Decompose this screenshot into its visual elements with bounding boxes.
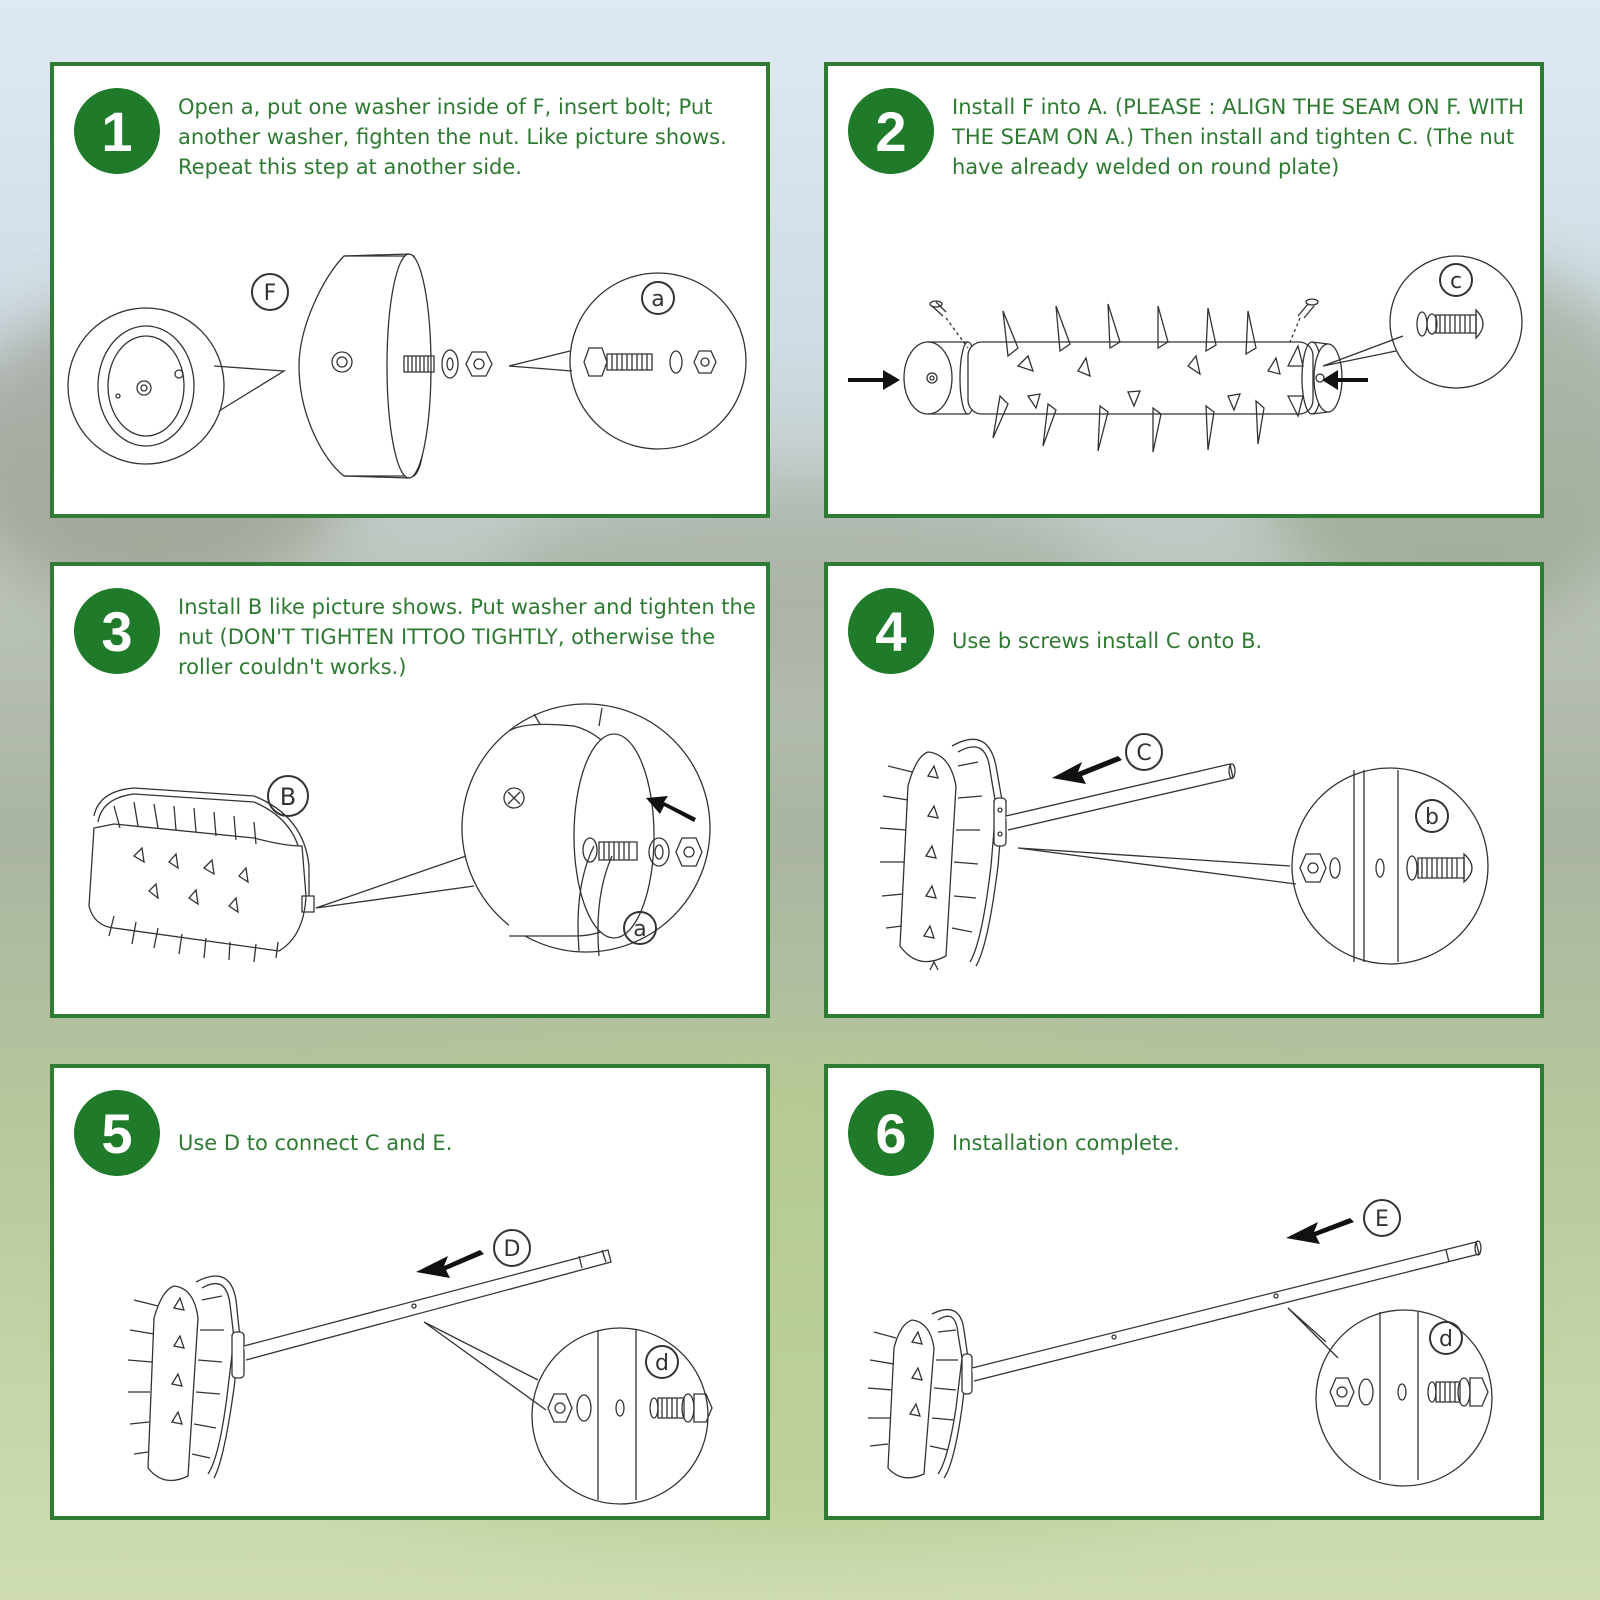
assembled-pole [972, 1241, 1481, 1381]
arrow-left-icon [1322, 370, 1368, 390]
roller-with-frame-B [89, 788, 314, 962]
step-instruction: Use D to connect C and E. [178, 1131, 453, 1155]
step-instruction: Use b screws install C onto B. [952, 629, 1263, 653]
step-5-illustration: D d [54, 1068, 766, 1516]
pole-C-and-D [244, 1250, 611, 1360]
bolt-d-callout [424, 1322, 712, 1504]
bolt-washer-nut [404, 350, 492, 378]
step-number-badge: 1 [74, 88, 160, 174]
step-2-panel: 2 Install F into A. (PLEASE : ALIGN THE … [824, 62, 1544, 518]
step-instruction: Install F into A. (PLEASE : ALIGN THE SE… [952, 95, 1524, 179]
part-label-d: d [655, 1351, 669, 1376]
arrow-left-icon [1286, 1218, 1354, 1244]
part-label-C: C [1136, 741, 1151, 766]
arrow-left-icon [1052, 756, 1122, 784]
part-label-E: E [1375, 1207, 1389, 1232]
screw-c-left [930, 301, 968, 348]
roller-with-frame [128, 1276, 244, 1481]
bolt-d-callout [1288, 1308, 1492, 1486]
part-label-D: D [504, 1237, 521, 1262]
part-label-c: c [1450, 269, 1462, 294]
part-label-B: B [280, 783, 296, 811]
spiked-roller-A [968, 304, 1313, 452]
step-number-badge: 5 [74, 1090, 160, 1176]
part-label-d: d [1439, 1327, 1453, 1352]
step-instruction: Install B like picture shows. Put washer… [178, 595, 756, 679]
roller-with-frame [868, 1310, 972, 1478]
screw-b-callout [1018, 768, 1488, 964]
step-1-panel: 1 Open a, put one washer inside of F, in… [50, 62, 770, 518]
hardware-a-callout [509, 273, 746, 449]
plate-detail-callout [68, 308, 284, 464]
screw-c-right [1290, 299, 1318, 342]
arrow-right-icon [848, 370, 900, 390]
arrow-left-icon [646, 796, 696, 822]
step-number-badge: 3 [74, 588, 160, 674]
round-plate-F [299, 254, 431, 478]
arrow-left-icon [416, 1250, 484, 1278]
pole-C [1006, 764, 1235, 830]
screw-c-callout [1323, 256, 1522, 388]
part-label-a: a [633, 917, 646, 942]
step-number-badge: 6 [848, 1090, 934, 1176]
step-3-panel: 3 Install B like picture shows. Put wash… [50, 562, 770, 1018]
step-3-illustration: B a [54, 566, 766, 1014]
step-6-illustration: E d [828, 1068, 1540, 1516]
step-number-badge: 4 [848, 588, 934, 674]
step-instruction: Installation complete. [952, 1131, 1180, 1155]
step-1-illustration: F a [54, 66, 766, 514]
part-label-a: a [651, 287, 664, 312]
roller-with-frame [880, 739, 1006, 970]
washer-nut-callout [316, 704, 710, 956]
step-6-panel: 6 Installation complete. E [824, 1064, 1544, 1520]
step-4-panel: 4 Use b screws install C onto B. C [824, 562, 1544, 1018]
part-label-b: b [1425, 805, 1439, 830]
part-label-F: F [264, 281, 277, 306]
step-instruction: Open a, put one washer inside of F, inse… [178, 95, 727, 179]
step-2-illustration: c [848, 66, 1540, 514]
step-5-panel: 5 Use D to connect C and E. D [50, 1064, 770, 1520]
end-plate-left [904, 342, 976, 414]
step-number-badge: 2 [848, 88, 934, 174]
step-4-illustration: C b [828, 566, 1540, 1014]
